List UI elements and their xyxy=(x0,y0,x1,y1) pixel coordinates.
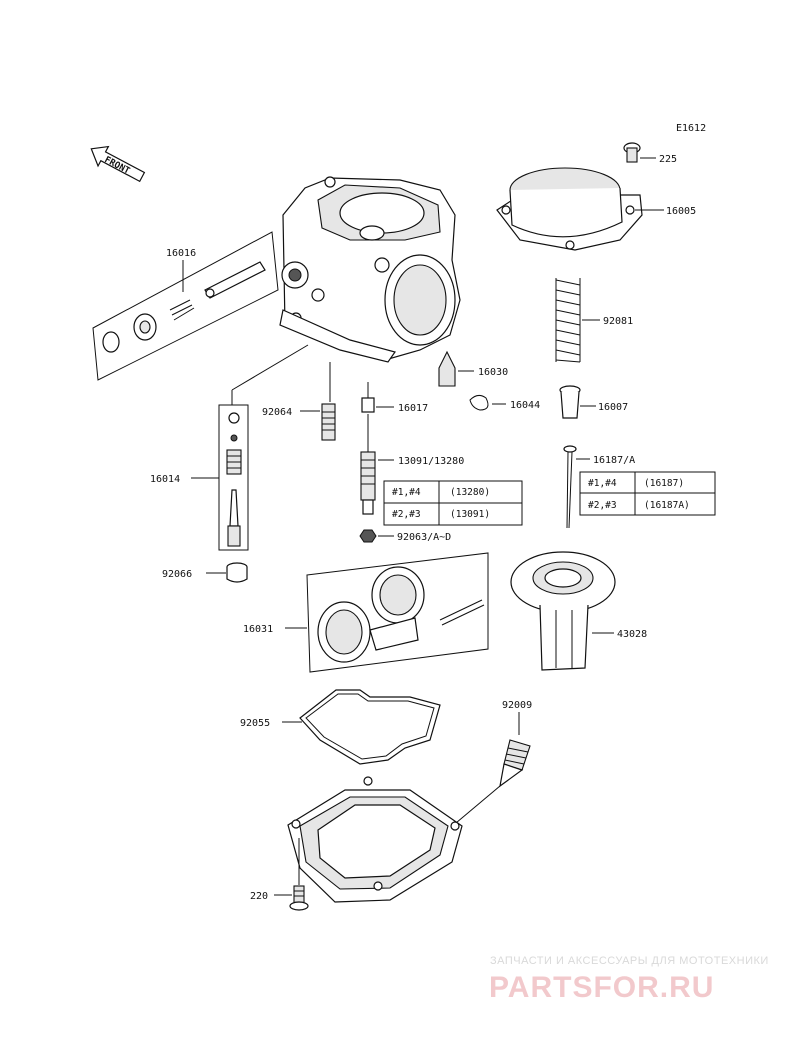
label-16187: 16187/A xyxy=(593,455,635,466)
jet-table-part-2: (13091) xyxy=(450,509,490,520)
part-16014-mixture-kit: 16014 xyxy=(150,404,249,551)
part-92066-cap: 92066 xyxy=(162,562,248,583)
diagram-code: E1612 xyxy=(676,123,706,134)
label-16005: 16005 xyxy=(666,206,696,217)
label-16007: 16007 xyxy=(598,402,628,413)
label-16044: 16044 xyxy=(510,400,540,411)
part-92063-main-jet: 92063/A~D xyxy=(359,529,451,543)
part-16031-float: 16031 xyxy=(243,552,489,673)
label-16014: 16014 xyxy=(150,474,180,485)
part-225-screw: 225 xyxy=(623,142,677,165)
label-16017: 16017 xyxy=(398,403,428,414)
label-225: 225 xyxy=(659,154,677,165)
label-92066: 92066 xyxy=(162,569,192,580)
needle-table-part-1: (16187) xyxy=(644,478,684,489)
part-16044-clip: 16044 xyxy=(469,394,540,411)
jet-table-cyl-2: #2,#3 xyxy=(392,509,421,520)
part-16007-needle-holder: 16007 xyxy=(559,385,628,419)
part-92009-screw: 92009 xyxy=(449,700,532,829)
needle-table-cyl-2: #2,#3 xyxy=(588,500,617,511)
watermark-tagline: ЗАПЧАСТИ И АКСЕССУАРЫ ДЛЯ МОТОТЕХНИКИ xyxy=(490,955,769,967)
part-16005-top-cover: 16005 xyxy=(496,167,696,251)
float-chamber-bowl xyxy=(287,776,463,903)
label-92055: 92055 xyxy=(240,718,270,729)
label-92009: 92009 xyxy=(502,700,532,711)
label-92064: 92064 xyxy=(262,407,292,418)
label-43028: 43028 xyxy=(617,629,647,640)
part-16030-float-valve: 16030 xyxy=(438,350,508,387)
part-92081-spring: 92081 xyxy=(555,278,633,363)
label-16016: 16016 xyxy=(166,248,196,259)
part-13091-main-jet: 13091/13280 xyxy=(360,414,464,515)
label-13091: 13091/13280 xyxy=(398,456,464,467)
jet-table: #1,#4 (13280) #2,#3 (13091) xyxy=(383,480,523,526)
watermark-brand: PARTSFOR.RU xyxy=(489,971,714,1004)
front-arrow-icon: FRONT xyxy=(90,145,146,183)
part-16016-pilot-screw-kit: 16016 xyxy=(92,231,279,381)
needle-table: #1,#4 (16187) #2,#3 (16187A) xyxy=(579,471,716,516)
part-92055-gasket: 92055 xyxy=(240,689,441,765)
watermark-logo: ЗАПЧАСТИ И АКСЕССУАРЫ ДЛЯ МОТОТЕХНИКИ PA… xyxy=(489,955,769,1004)
jet-table-part-1: (13280) xyxy=(450,487,490,498)
label-16031: 16031 xyxy=(243,624,273,635)
part-220-screw: 220 xyxy=(250,838,309,911)
label-16030: 16030 xyxy=(478,367,508,378)
label-92081: 92081 xyxy=(603,316,633,327)
label-220: 220 xyxy=(250,891,268,902)
needle-table-cyl-1: #1,#4 xyxy=(588,478,617,489)
jet-table-cyl-1: #1,#4 xyxy=(392,487,421,498)
part-43028-diaphragm-slide: 43028 xyxy=(510,551,647,671)
label-92063: 92063/A~D xyxy=(397,532,451,543)
needle-table-part-2: (16187A) xyxy=(644,500,690,511)
part-16187-jet-needle: 16187/A xyxy=(563,445,635,529)
part-92064-jet: 92064 xyxy=(262,362,336,441)
carburetor-body xyxy=(279,176,461,363)
part-16017-needle-jet-holder: 16017 xyxy=(361,382,428,414)
